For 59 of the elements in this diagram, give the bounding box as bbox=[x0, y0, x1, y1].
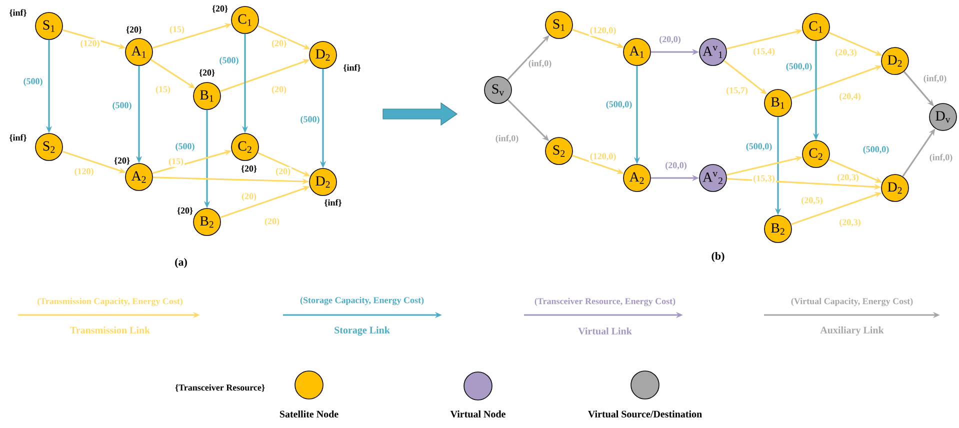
edge-label: (20) bbox=[270, 38, 288, 50]
edge-label: (120) bbox=[79, 38, 101, 50]
edge-label: (15,3) bbox=[752, 174, 776, 184]
edge-label: (120,0) bbox=[588, 152, 618, 162]
legend-description: (Virtual Capacity, Energy Cost) bbox=[791, 298, 913, 306]
edge-label: (500) bbox=[111, 100, 133, 112]
edge-label: (15) bbox=[168, 156, 184, 168]
resource-label: {20} bbox=[241, 165, 257, 173]
legend-description: (Transceiver Resource, Energy Cost) bbox=[534, 298, 676, 306]
legend-label: Storage Link bbox=[334, 326, 390, 336]
edge-label: (20) bbox=[274, 166, 292, 178]
edge-label: (20,0) bbox=[658, 34, 682, 46]
edge-label: (20) bbox=[270, 84, 288, 96]
legend-description: (Storage Capacity, Energy Cost) bbox=[300, 296, 424, 306]
legend-label: Auxiliary Link bbox=[820, 326, 884, 336]
resource-label: {20} bbox=[199, 69, 215, 77]
resource-label: {20} bbox=[212, 5, 228, 13]
resource-label: {inf} bbox=[324, 199, 342, 207]
edge-label: (20) bbox=[240, 192, 258, 202]
legend-label: Satellite Node bbox=[280, 410, 338, 418]
capacity-label: (500,0) bbox=[863, 146, 889, 154]
resource-label: {20} bbox=[177, 207, 193, 215]
edge-label: (120,0) bbox=[588, 26, 618, 36]
panel-caption: (b) bbox=[712, 252, 724, 262]
legend-label: Virtual Source/Destination bbox=[588, 410, 702, 418]
edge-label: (inf,0) bbox=[922, 74, 948, 84]
edge-label: (15,4) bbox=[752, 46, 776, 58]
edge-label: (20,3) bbox=[836, 172, 860, 184]
edge-label: (500,0) bbox=[784, 62, 814, 72]
edge-label: (15) bbox=[168, 24, 186, 36]
edge-label: (15,7) bbox=[725, 86, 749, 96]
edge-label: (20,3) bbox=[834, 48, 858, 58]
panel-caption: (a) bbox=[175, 258, 187, 268]
edge-label: (500) bbox=[22, 76, 44, 88]
resource-label: {inf} bbox=[10, 134, 27, 142]
edge-label: (15) bbox=[154, 84, 172, 96]
edge-label: (120) bbox=[73, 166, 95, 178]
key-note: {Transceiver Resource} bbox=[175, 384, 265, 392]
edge-label: (500) bbox=[299, 114, 321, 126]
resource-label: {inf} bbox=[10, 9, 27, 17]
edge-label: (20,0) bbox=[664, 160, 688, 172]
edge-label: (20,5) bbox=[800, 196, 824, 206]
edge-label: (500,0) bbox=[604, 100, 634, 110]
edge-label: (500) bbox=[218, 56, 240, 66]
edge-label: (500,0) bbox=[744, 142, 774, 152]
edge-label: (20) bbox=[264, 216, 280, 228]
legend-label: Transmission Link bbox=[70, 326, 150, 334]
edge-label: (500) bbox=[174, 142, 196, 152]
edge-label: (inf,0) bbox=[494, 134, 520, 144]
resource-label: {20} bbox=[114, 157, 130, 165]
edge-label: (inf,0) bbox=[527, 58, 553, 70]
resource-label: {inf} bbox=[344, 64, 361, 72]
legend-label: Virtual Link bbox=[578, 327, 632, 335]
legend-label: Virtual Node bbox=[450, 410, 506, 418]
resource-label: {20} bbox=[126, 26, 142, 34]
edge-label: (inf,0) bbox=[928, 152, 954, 164]
edge-label: (20,3) bbox=[838, 218, 862, 228]
legend-description: (Transmission Capacity, Energy Cost) bbox=[37, 298, 183, 306]
edge-label: (20,4) bbox=[838, 92, 862, 102]
